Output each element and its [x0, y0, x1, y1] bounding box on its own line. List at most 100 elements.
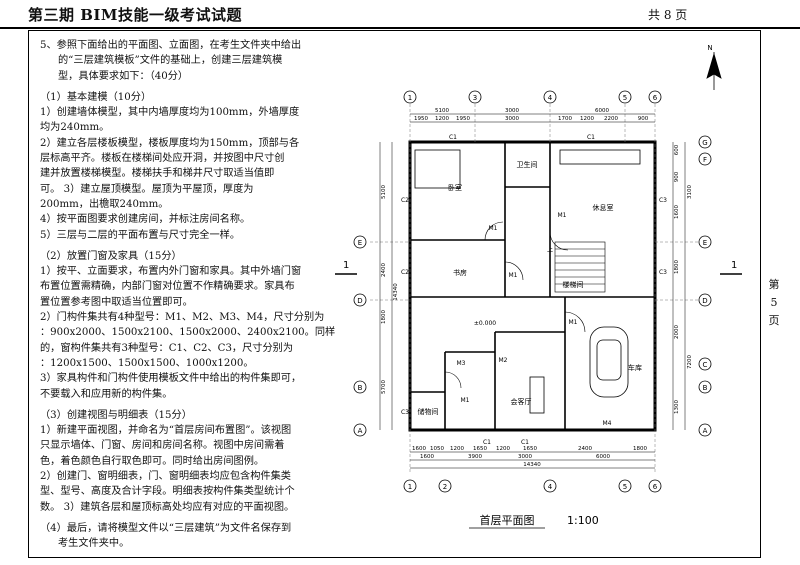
svg-text:7200: 7200	[687, 355, 693, 369]
dim-top-overall: 5100	[435, 108, 449, 114]
svg-text:B: B	[358, 384, 363, 392]
tag-m4: M4	[603, 420, 612, 427]
axis-bottom-5: 5	[623, 483, 627, 491]
tag-c1-b: C1	[587, 134, 595, 141]
plan-title: 首层平面图	[480, 513, 535, 527]
svg-text:3000: 3000	[518, 454, 532, 460]
axis-top-4: 4	[548, 94, 553, 102]
axis-D: D	[702, 297, 707, 305]
tag-m1-d: M1	[569, 319, 578, 326]
svg-text:5700: 5700	[381, 380, 387, 394]
tag-m1-a: M1	[489, 225, 498, 232]
room-living: 会客厅	[511, 397, 532, 406]
tag-c2-a: C2	[401, 197, 409, 204]
car-icon	[589, 326, 629, 398]
svg-text:1200: 1200	[580, 116, 594, 122]
svg-text:6000: 6000	[595, 108, 609, 114]
tag-m3: M3	[457, 360, 466, 367]
outer-wall	[408, 140, 657, 432]
tag-m1-b: M1	[558, 212, 567, 219]
tag-c1-a: C1	[449, 134, 457, 141]
section-2-title: （2）放置门窗及家具（15分）	[40, 250, 182, 262]
tag-m1-c: M1	[509, 272, 518, 279]
tag-m2: M2	[499, 357, 508, 364]
svg-text:2200: 2200	[604, 116, 618, 122]
dim-top-detail: 1950	[414, 116, 428, 122]
axis-bottom-2: 2	[443, 483, 447, 491]
axis-top-6: 6	[653, 94, 658, 102]
dim-bottom-overall: 1600	[420, 454, 434, 460]
section-3-title: （3）创建视图与明细表（15分）	[40, 409, 192, 421]
section-4-text: （4）最后，请将模型文件以“三层建筑”为文件名保存到	[40, 522, 292, 534]
dim-bottom-total: 14340	[523, 462, 541, 468]
north-label: N	[707, 44, 712, 52]
svg-text:3000: 3000	[505, 108, 519, 114]
svg-text:900: 900	[638, 116, 649, 122]
room-bathroom: 卫生间	[517, 160, 538, 169]
header-divider	[0, 27, 800, 29]
svg-text:1800: 1800	[381, 310, 387, 324]
sofa-icon	[529, 376, 545, 414]
section-mark-right: 1	[731, 260, 737, 271]
dim-right-overall: 3100	[687, 185, 693, 199]
tag-c3-c: C3	[401, 409, 409, 416]
axis-E: E	[703, 239, 707, 247]
plan-scale: 1:100	[567, 514, 599, 527]
axis-A: A	[703, 427, 708, 435]
svg-text:2400: 2400	[578, 446, 592, 452]
svg-text:3000: 3000	[505, 116, 519, 122]
svg-text:2000: 2000	[674, 325, 680, 339]
tag-c1-c: C1	[483, 439, 491, 446]
svg-text:1800: 1800	[633, 446, 647, 452]
stair-up-mark: 上	[547, 246, 553, 254]
room-bedroom: 卧室	[448, 183, 462, 192]
svg-text:3900: 3900	[468, 454, 482, 460]
svg-text:6000: 6000	[596, 454, 610, 460]
floor-elevation: ±0.000	[474, 320, 496, 327]
axis-F: F	[703, 156, 707, 164]
svg-text:1950: 1950	[456, 116, 470, 122]
svg-text:1200: 1200	[450, 446, 464, 452]
axis-top-3: 3	[473, 94, 477, 102]
room-storage: 储物间	[418, 407, 439, 416]
tag-c3-a: C3	[659, 197, 667, 204]
room-lounge: 休息室	[593, 203, 614, 212]
lounge-sofa-icon	[559, 149, 641, 165]
tag-c2-b: C2	[401, 269, 409, 276]
dim-left-total: 14340	[393, 283, 399, 301]
svg-text:1800: 1800	[674, 260, 680, 274]
page-frame	[28, 30, 761, 558]
tag-m1-e: M1	[461, 397, 470, 404]
svg-text:1050: 1050	[430, 446, 444, 452]
axis-top-5: 5	[623, 94, 627, 102]
section-1-title: （1）基本建模（10分）	[40, 91, 152, 103]
floor-plan-drawing: 1 3 4 5 6 1 2 4 5 6 G F E D C B A E D B …	[335, 44, 742, 529]
exam-title: 第三期 BIM技能一级考试试题	[28, 6, 243, 24]
section-mark-left: 1	[343, 260, 349, 271]
room-garage: 车库	[628, 363, 642, 372]
north-arrow-icon	[706, 52, 722, 79]
dim-bottom-detail: 1600	[412, 446, 426, 452]
axis-bottom-4: 4	[548, 483, 553, 491]
svg-text:1600: 1600	[674, 205, 680, 219]
tag-c3-b: C3	[659, 269, 667, 276]
bed-icon	[414, 149, 461, 189]
axis-top-1: 1	[408, 94, 412, 102]
page-count: 共 8 页	[648, 8, 688, 22]
svg-text:E: E	[358, 239, 362, 247]
question-text: 5、参照下面给出的平面图、立面图，在考生文件夹中给出 的“三层建筑模板”文件的基…	[40, 38, 340, 552]
axis-bottom-6: 6	[653, 483, 658, 491]
svg-text:900: 900	[674, 171, 680, 182]
svg-text:D: D	[357, 297, 362, 305]
axis-bottom-1: 1	[408, 483, 412, 491]
room-stair: 楼梯间	[563, 280, 584, 289]
svg-text:1700: 1700	[558, 116, 572, 122]
room-study: 书房	[453, 268, 467, 277]
svg-text:1300: 1300	[674, 400, 680, 414]
stair-flight	[554, 241, 606, 293]
question-intro: 5、参照下面给出的平面图、立面图，在考生文件夹中给出	[40, 40, 302, 51]
axis-B: B	[703, 384, 708, 392]
svg-text:1200: 1200	[496, 446, 510, 452]
svg-text:1650: 1650	[523, 446, 537, 452]
